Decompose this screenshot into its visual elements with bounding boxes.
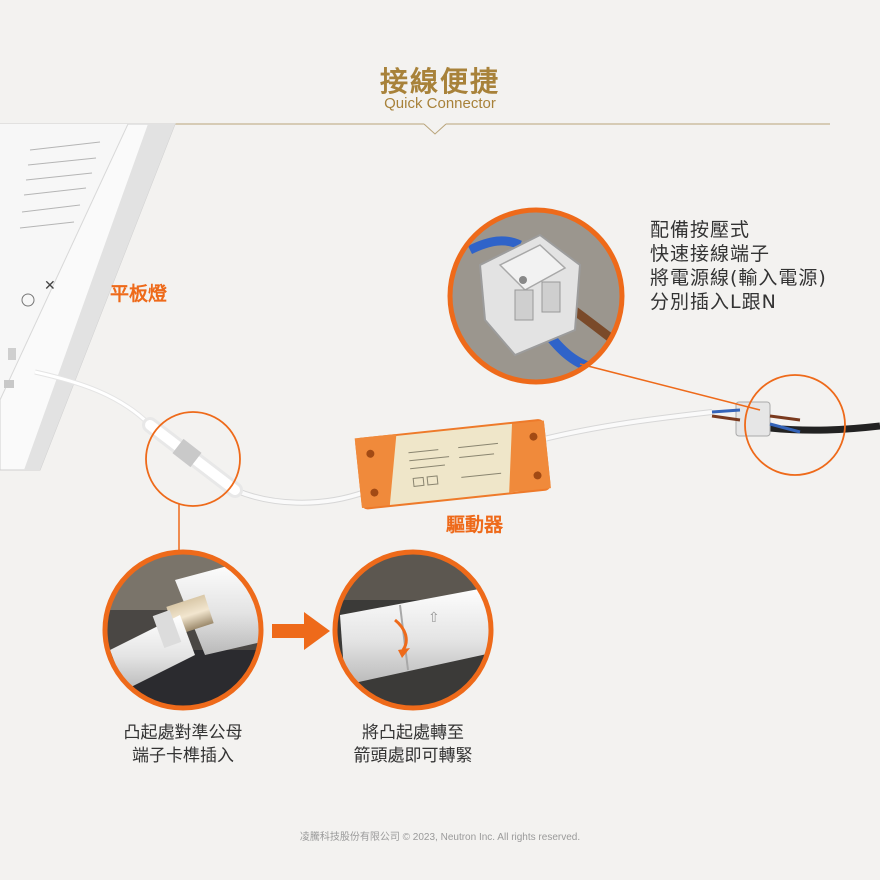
step1-photo (102, 549, 264, 711)
driver-box (354, 419, 551, 510)
step1-caption: 凸起處對準公母 端子卡榫插入 (123, 723, 243, 766)
page-title: 接線便捷 (379, 65, 500, 98)
plug-highlight (145, 411, 241, 552)
driver-label: 驅動器 (446, 514, 504, 536)
panel-light: ✕ (0, 123, 176, 471)
svg-text:✕: ✕ (44, 277, 56, 293)
svg-text:⇧: ⇧ (428, 610, 440, 626)
step2-photo: ⇧ (332, 549, 494, 711)
connector-description: 配備按壓式 快速接線端子 將電源線(輸入電源) 分別插入L跟N (650, 219, 827, 313)
step2-caption: 將凸起處轉至 箭頭處即可轉緊 (353, 723, 473, 766)
connector-closeup (447, 207, 761, 411)
page-subtitle: Quick Connector (384, 95, 496, 112)
inline-plug (142, 417, 243, 498)
panel-light-label: 平板燈 (110, 283, 168, 305)
next-arrow-icon (272, 612, 330, 650)
wire-end-highlight (744, 374, 846, 476)
cables (34, 369, 880, 506)
copyright-footer: 凌騰科技股份有限公司 © 2023, Neutron Inc. All righ… (299, 832, 581, 843)
